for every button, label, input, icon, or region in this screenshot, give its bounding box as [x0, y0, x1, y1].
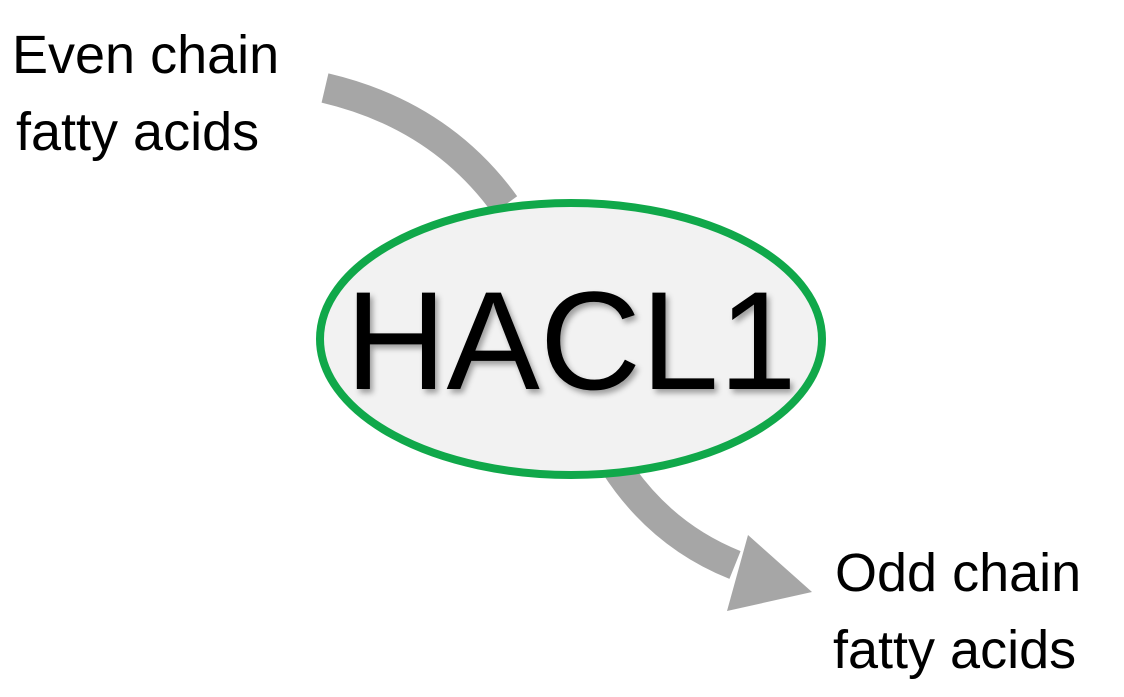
input-label-line2: fatty acids: [16, 102, 259, 162]
output-label-line1: Odd chain: [835, 543, 1081, 603]
output-label-line2: fatty acids: [833, 620, 1076, 680]
enzyme-label: HACL1: [345, 262, 796, 419]
input-label-line1: Even chain: [12, 25, 279, 85]
enzyme-node: [316, 199, 826, 479]
output-arrow-shaft: [602, 456, 741, 579]
output-arrowhead: [727, 535, 812, 611]
input-arrow: [321, 73, 518, 214]
